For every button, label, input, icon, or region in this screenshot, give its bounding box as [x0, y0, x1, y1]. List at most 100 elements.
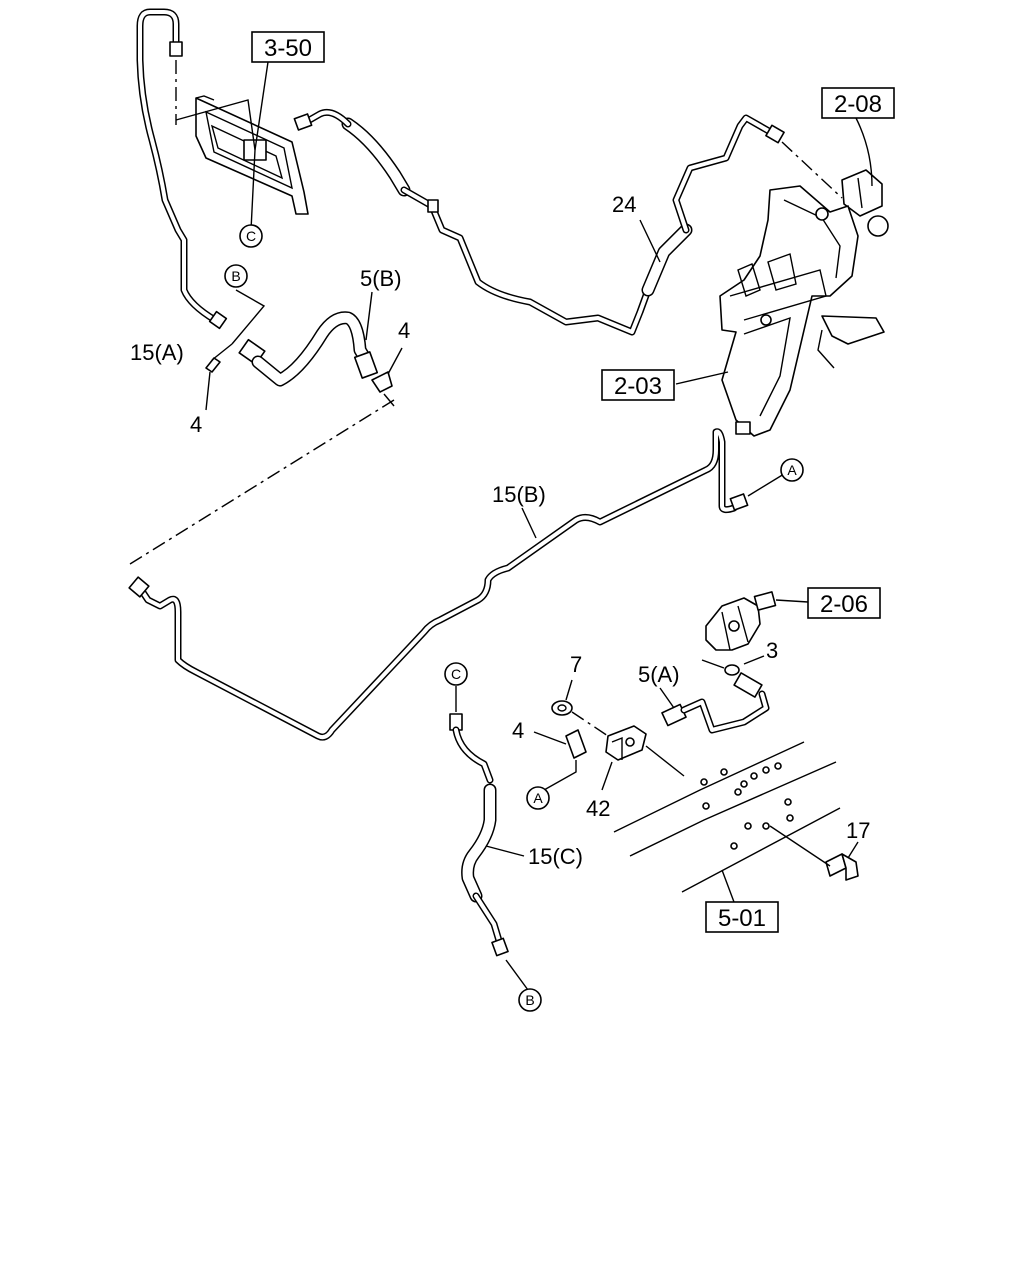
connector-c-top: C — [239, 224, 263, 248]
leader-4-right — [387, 347, 403, 375]
callout-5a: 5(A) — [638, 662, 680, 687]
pipe-15a — [136, 8, 228, 330]
callout-15c: 15(C) — [528, 844, 583, 869]
leader-15b-dash — [129, 399, 395, 565]
leader-17 — [847, 841, 859, 859]
bracket-3-50 — [195, 95, 309, 215]
connector-b-bottom-label: B — [525, 992, 534, 1008]
callout-4-top-right: 4 — [398, 318, 410, 343]
connector-b-top-label: B — [231, 268, 240, 284]
pipe-15b-left-nut — [128, 576, 150, 598]
pipe-24-right-nut — [765, 124, 785, 144]
ref-box-2-08: 2-08 — [821, 87, 895, 119]
slave-cylinder-port — [753, 591, 777, 611]
leader-3 — [743, 655, 765, 665]
leader-7 — [565, 679, 573, 701]
pipe-15a-bottom-nut — [208, 310, 228, 330]
callout-3: 3 — [766, 638, 778, 663]
master-cylinder-port — [867, 215, 889, 237]
pipe-24 — [293, 108, 785, 336]
connector-b-top: B — [224, 264, 248, 288]
pedal-lower-stud — [735, 421, 751, 435]
leader-208 — [855, 117, 873, 187]
master-cylinder-2-08 — [841, 169, 889, 237]
frame-5-01 — [613, 741, 841, 893]
leader-a-right — [747, 473, 785, 497]
hose-5a — [661, 672, 770, 734]
connector-c-top-label: C — [246, 228, 256, 244]
pipe-15c — [449, 713, 509, 957]
leader-5a — [659, 687, 675, 709]
washer-3 — [724, 664, 740, 676]
leader-b-top — [231, 289, 266, 345]
bracket-42-hole — [625, 737, 635, 747]
leader-17-dash — [769, 825, 831, 867]
ref-box-2-03: 2-03 — [601, 369, 675, 401]
pipe-24-joint — [427, 199, 439, 213]
leader-7-dash — [571, 711, 609, 737]
ref-box-5-01: 5-01 — [705, 901, 779, 933]
clip-4-right — [371, 371, 393, 393]
clip-4-left-dash — [211, 343, 233, 361]
connector-c-bottom-label: C — [451, 666, 461, 682]
hose-5b — [238, 311, 379, 387]
clip-4-left — [205, 357, 221, 373]
leader-350 — [175, 99, 256, 231]
connector-a-right: A — [780, 458, 804, 482]
ref-label-2-08: 2-08 — [834, 91, 882, 118]
ref-label-3-50: 3-50 — [264, 35, 312, 62]
leader-3-left — [701, 659, 725, 669]
pedal-stud — [760, 314, 772, 326]
leader-b-bottom — [505, 959, 529, 991]
leader-350-box — [254, 61, 269, 151]
pipe-24-left-nut — [293, 113, 313, 131]
clip-4-bottom — [565, 729, 587, 759]
leader-203 — [675, 371, 729, 385]
connector-b-bottom: B — [518, 988, 542, 1012]
leader-4-bottom — [533, 731, 567, 745]
pedal-pivot-bolt — [815, 207, 829, 221]
leader-4-left — [205, 371, 211, 411]
callout-4-top-left: 4 — [190, 412, 202, 437]
leader-42-frame — [645, 745, 685, 777]
ref-label-2-03: 2-03 — [614, 373, 662, 400]
pipe-15a-top-nut — [169, 41, 183, 57]
leader-15c — [485, 845, 525, 857]
pedal-pad — [821, 315, 885, 345]
callout-7: 7 — [570, 652, 582, 677]
connector-a-bottom-label: A — [533, 790, 543, 806]
bolt-17 — [825, 853, 859, 881]
ref-box-2-06: 2-06 — [807, 587, 881, 619]
callout-15b: 15(B) — [492, 482, 546, 507]
callout-24: 24 — [612, 192, 636, 217]
ref-label-2-06: 2-06 — [820, 591, 868, 618]
leader-501 — [721, 869, 735, 903]
leader-4-right-lower — [383, 393, 395, 407]
leader-206 — [775, 599, 809, 603]
leader-24 — [639, 219, 661, 263]
pipe-15c-bottom-nut — [491, 937, 509, 957]
bracket-42 — [605, 725, 647, 761]
hose-5a-end-fitting — [733, 672, 763, 698]
callout-4-bottom: 4 — [512, 718, 524, 743]
leader-5b — [365, 291, 373, 341]
callout-42: 42 — [586, 796, 610, 821]
leader-42 — [601, 761, 613, 791]
connector-a-right-label: A — [787, 462, 797, 478]
pedal-assembly-2-03 — [719, 185, 885, 437]
leader-a-bottom — [543, 760, 577, 791]
hose-5b-right-fitting — [353, 351, 379, 379]
callout-17: 17 — [846, 818, 870, 843]
ref-box-3-50: 3-50 — [251, 31, 325, 63]
pipe-15b-right-nut — [729, 493, 749, 511]
connector-c-bottom: C — [444, 662, 468, 686]
callout-5b: 5(B) — [360, 266, 402, 291]
ref-label-5-01: 5-01 — [718, 905, 766, 932]
connector-a-bottom: A — [526, 786, 550, 810]
leader-24-to-208 — [781, 141, 843, 199]
pipe-15b — [128, 428, 749, 741]
slave-cylinder-2-06 — [705, 591, 777, 651]
slave-cylinder-bolt — [728, 620, 740, 632]
nut-7 — [551, 700, 573, 716]
